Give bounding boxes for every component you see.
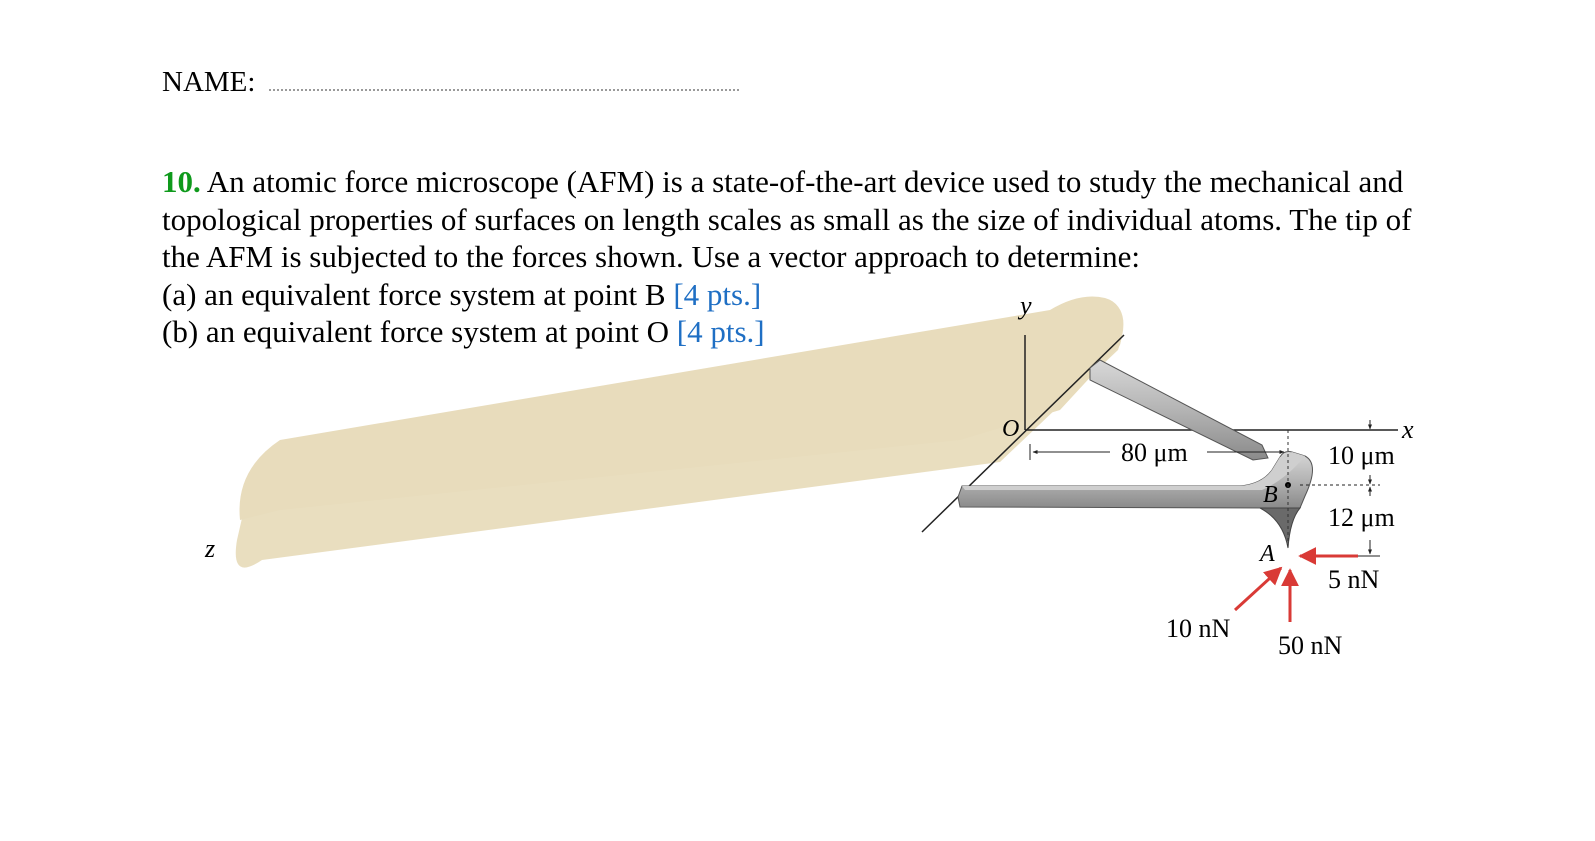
part-a-text: (a) an equivalent force system at point … [162, 276, 674, 312]
problem-text: 10. An atomic force microscope (AFM) is … [162, 163, 1442, 351]
name-line: NAME: [162, 64, 740, 100]
afm-tip [1259, 507, 1302, 549]
force-50nN-label: 50 nN [1278, 631, 1343, 660]
cantilever-top-face [962, 452, 1305, 490]
force-10nN-label: 10 nN [1166, 614, 1231, 643]
part-b-text: (b) an equivalent force system at point … [162, 314, 677, 349]
problem-statement: 10. An atomic force microscope (AFM) is … [162, 163, 1442, 276]
x-axis-label: x [1401, 415, 1414, 444]
dimension-12-label: 12 μm [1328, 503, 1395, 532]
dimension-80-label: 80 μm [1121, 438, 1188, 467]
part-b-points: [4 pts.] [676, 314, 765, 349]
point-b-label: B [1263, 482, 1278, 508]
wall-surface-upper [239, 296, 1123, 520]
origin-label: O [1002, 416, 1019, 442]
z-axis-label: z [204, 534, 215, 563]
problem-number: 10. [162, 164, 201, 199]
cantilever-upper-arm [1089, 359, 1269, 461]
cantilever-lower-arm [957, 451, 1313, 509]
problem-statement-text: An atomic force microscope (AFM) is a st… [162, 164, 1412, 274]
force-arrow-inclined [1233, 566, 1283, 612]
part-a: (a) an equivalent force system at point … [162, 276, 1442, 314]
name-blank[interactable] [269, 71, 740, 91]
name-label: NAME: [162, 66, 256, 98]
y-axis-label: y [1017, 291, 1032, 320]
afm-figure: y x z O B A 80 μm 10 μm 12 μm 5 nN 50 nN… [204, 291, 1414, 660]
point-a-label: A [1258, 541, 1275, 567]
dimension-10-label: 10 μm [1328, 441, 1395, 470]
force-5nN-label: 5 nN [1328, 565, 1380, 594]
part-b: (b) an equivalent force system at point … [162, 313, 1442, 351]
part-a-points: [4 pts.] [673, 276, 762, 312]
